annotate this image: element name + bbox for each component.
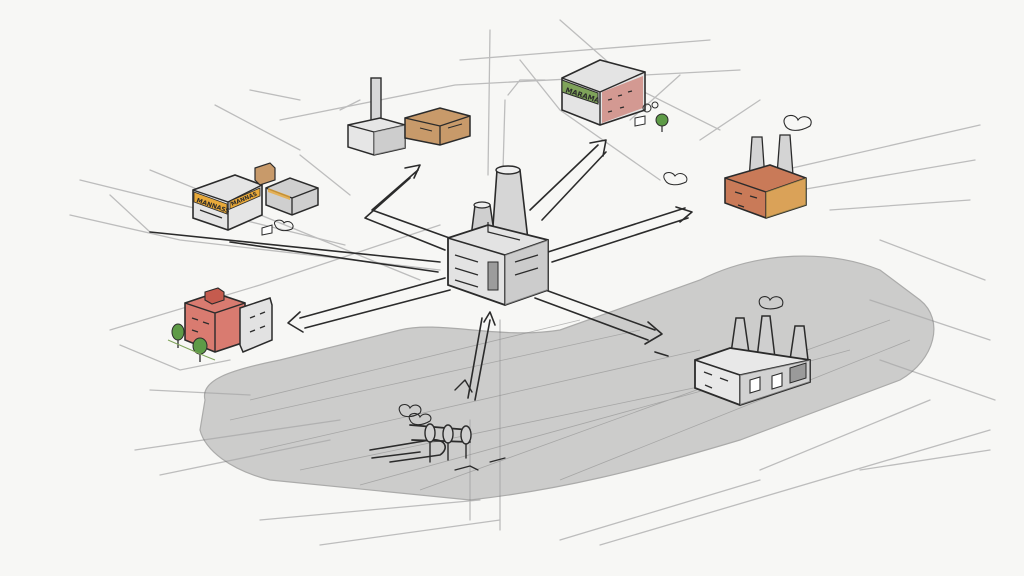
- smoke-icon: [758, 296, 784, 310]
- shaded-industrial-zone: [199, 255, 935, 501]
- shop-icon-top: MARAMA: [561, 59, 669, 132]
- pipeline-icon: [369, 403, 506, 471]
- factory-icon-top: [347, 77, 471, 156]
- arrow-to-left-building: [287, 277, 451, 333]
- factory-icon-right: [663, 114, 812, 219]
- arrow-to-top-shop: [529, 139, 607, 221]
- distribution-arrows: [149, 139, 693, 401]
- arrow-to-left-shops: [149, 231, 441, 273]
- tree-icon: [171, 323, 185, 348]
- building-icon-left: [167, 287, 273, 362]
- arrow-to-pipeline: [454, 311, 496, 401]
- smoke-icon: [783, 114, 812, 131]
- arrow-to-top-factory: [364, 164, 456, 251]
- central-power-plant-icon: [447, 165, 549, 306]
- shop-icon-left: MANNASS MANNAS: [192, 162, 319, 236]
- tree-icon: [655, 113, 669, 132]
- arrow-to-big-factory: [534, 287, 669, 357]
- factory-icon-large: [694, 296, 811, 406]
- arrow-to-right-factory: [547, 206, 693, 263]
- tree-icon: [192, 337, 208, 362]
